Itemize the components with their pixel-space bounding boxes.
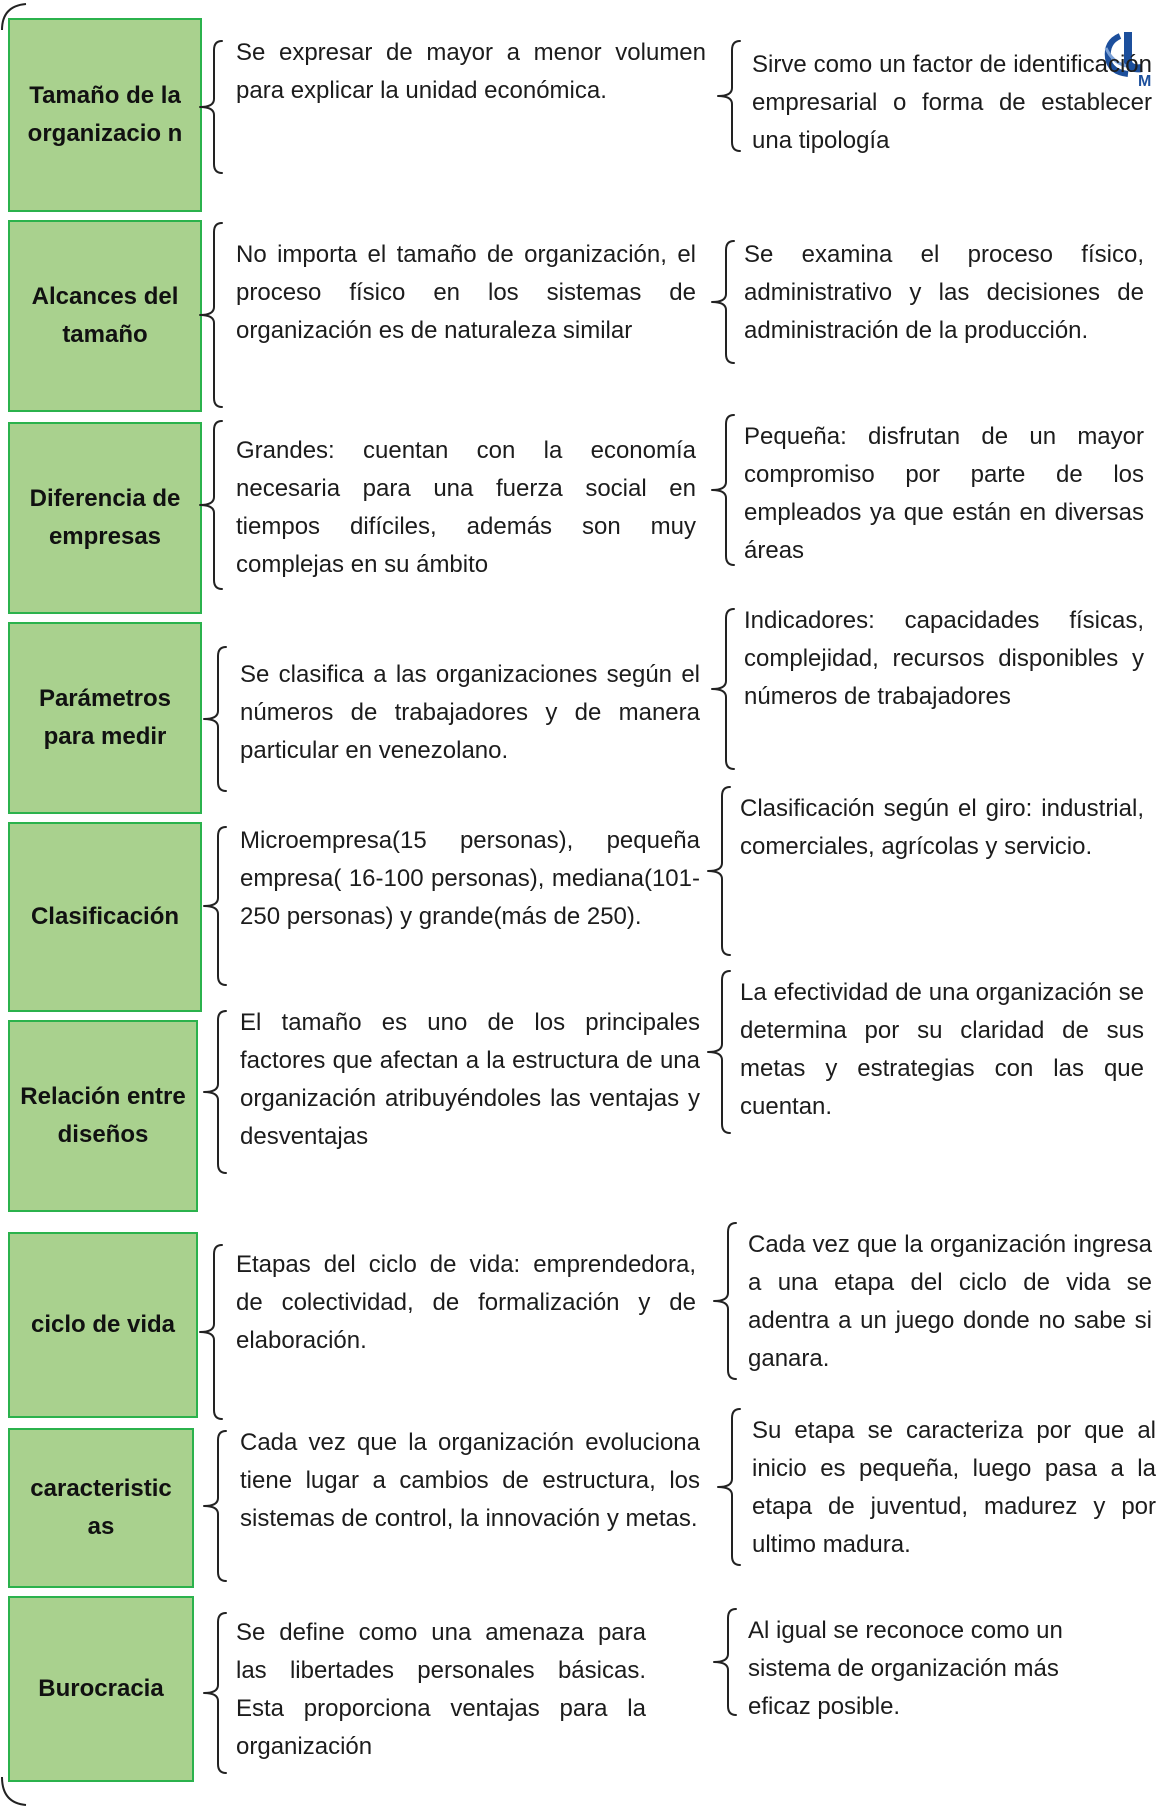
brace-right-5 <box>707 786 731 956</box>
description-4: Se clasifica a las organizaciones según … <box>240 661 700 764</box>
detail-1: Sirve como un factor de identificación e… <box>752 51 1152 154</box>
brace-right-6-path <box>707 970 731 1134</box>
topic-box-9: Burocracia <box>8 1596 194 1782</box>
brace-right-3 <box>711 414 735 566</box>
topic-label: Diferencia de empresas <box>29 485 181 550</box>
topic-label: caracteristic as <box>30 1475 172 1540</box>
topic-box-1: Tamaño de la organizacio n <box>8 18 202 212</box>
description-2: No importa el tamaño de organización, el… <box>236 241 696 344</box>
brace-left-9 <box>203 1612 227 1774</box>
topic-box-8: caracteristic as <box>8 1428 194 1588</box>
brace-right-4 <box>711 608 735 770</box>
brace-left-2-path <box>199 222 223 408</box>
brace-left-5 <box>203 826 227 986</box>
description-5: Microempresa(15 personas), pequeña empre… <box>240 827 700 930</box>
detail-6: La efectividad de una organización se de… <box>740 979 1144 1120</box>
detail-8: Su etapa se caracteriza por que al inici… <box>752 1417 1156 1558</box>
brace-left-5-path <box>203 826 227 986</box>
detail-7: Cada vez que la organización ingresa a u… <box>748 1231 1152 1372</box>
topic-box-7: ciclo de vida <box>8 1232 198 1418</box>
brace-right-7-path <box>713 1222 737 1380</box>
topic-label: Relación entre diseños <box>20 1083 186 1148</box>
description-7: Etapas del ciclo de vida: emprendedora, … <box>236 1251 696 1354</box>
brace-right-4-path <box>711 608 735 770</box>
description-8: Cada vez que la organización evoluciona … <box>240 1429 700 1532</box>
topic-label: Tamaño de la organizacio n <box>27 82 183 147</box>
topic-box-3: Diferencia de empresas <box>8 422 202 614</box>
detail-4: Indicadores: capacidades físicas, comple… <box>744 607 1144 710</box>
university-logo-icon: M <box>1098 28 1160 88</box>
brace-right-8-path <box>717 1408 741 1566</box>
description-6: El tamaño es uno de los principales fact… <box>240 1009 700 1150</box>
brace-left-4 <box>203 646 227 792</box>
brace-right-7 <box>713 1222 737 1380</box>
topic-label: Parámetros para medir <box>38 685 172 750</box>
brace-right-8 <box>717 1408 741 1566</box>
brace-left-6 <box>203 1010 227 1174</box>
topic-label: Alcances del tamaño <box>31 283 179 348</box>
detail-2: Se examina el proceso físico, administra… <box>744 241 1144 344</box>
topic-box-6: Relación entre diseños <box>8 1020 198 1212</box>
logo-letter: M <box>1138 73 1151 88</box>
detail-5: Clasificación según el giro: industrial,… <box>740 795 1144 860</box>
brace-left-7 <box>199 1244 223 1420</box>
detail-3: Pequeña: disfrutan de un mayor compromis… <box>744 423 1144 564</box>
brace-left-6-path <box>203 1010 227 1174</box>
brace-left-8-path <box>203 1430 227 1582</box>
brace-left-4-path <box>203 646 227 792</box>
brace-left-3-path <box>199 420 223 590</box>
brace-left-1-path <box>199 40 223 174</box>
topic-label: Burocracia <box>38 1675 164 1702</box>
brace-right-5-path <box>707 786 731 956</box>
brace-left-1 <box>199 40 223 174</box>
detail-9: Al igual se reconoce como un sistema de … <box>748 1617 1063 1720</box>
brace-left-8 <box>203 1430 227 1582</box>
brace-right-9 <box>713 1608 737 1716</box>
topic-label: Clasificación <box>30 903 180 930</box>
brace-left-9-path <box>203 1612 227 1774</box>
brace-right-1-path <box>717 40 741 152</box>
brace-right-9-path <box>713 1608 737 1716</box>
brace-right-6 <box>707 970 731 1134</box>
brace-left-3 <box>199 420 223 590</box>
description-1: Se expresar de mayor a menor volumen par… <box>236 39 706 104</box>
brace-right-2 <box>711 240 735 364</box>
brace-right-1 <box>717 40 741 152</box>
description-9: Se define como una amenaza para las libe… <box>236 1619 646 1760</box>
brace-right-2-path <box>711 240 735 364</box>
brace-right-3-path <box>711 414 735 566</box>
topic-label: ciclo de vida <box>30 1311 176 1338</box>
topic-box-5: Clasificación <box>8 822 202 1012</box>
brace-left-7-path <box>199 1244 223 1420</box>
topic-box-4: Parámetros para medir <box>8 622 202 814</box>
brace-left-2 <box>199 222 223 408</box>
description-3: Grandes: cuentan con la economía necesar… <box>236 437 696 578</box>
topic-box-2: Alcances del tamaño <box>8 220 202 412</box>
